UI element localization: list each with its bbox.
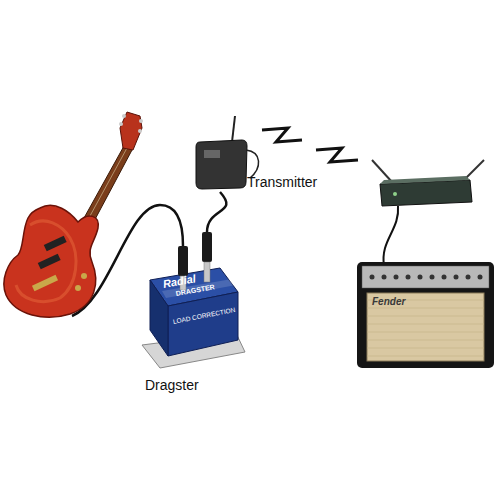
receiver bbox=[372, 160, 484, 266]
audio-cable bbox=[207, 192, 226, 232]
wireless-signal bbox=[316, 148, 358, 162]
amp-logo: Fender bbox=[372, 296, 405, 307]
dragster-box bbox=[142, 268, 245, 368]
node-label: Dragster bbox=[145, 377, 199, 393]
transmitter-node: Transmitter bbox=[190, 110, 335, 192]
wireless-signal bbox=[262, 128, 302, 142]
guitar bbox=[4, 112, 143, 317]
node-label: Transmitter bbox=[247, 174, 317, 190]
amplifier bbox=[357, 262, 494, 368]
